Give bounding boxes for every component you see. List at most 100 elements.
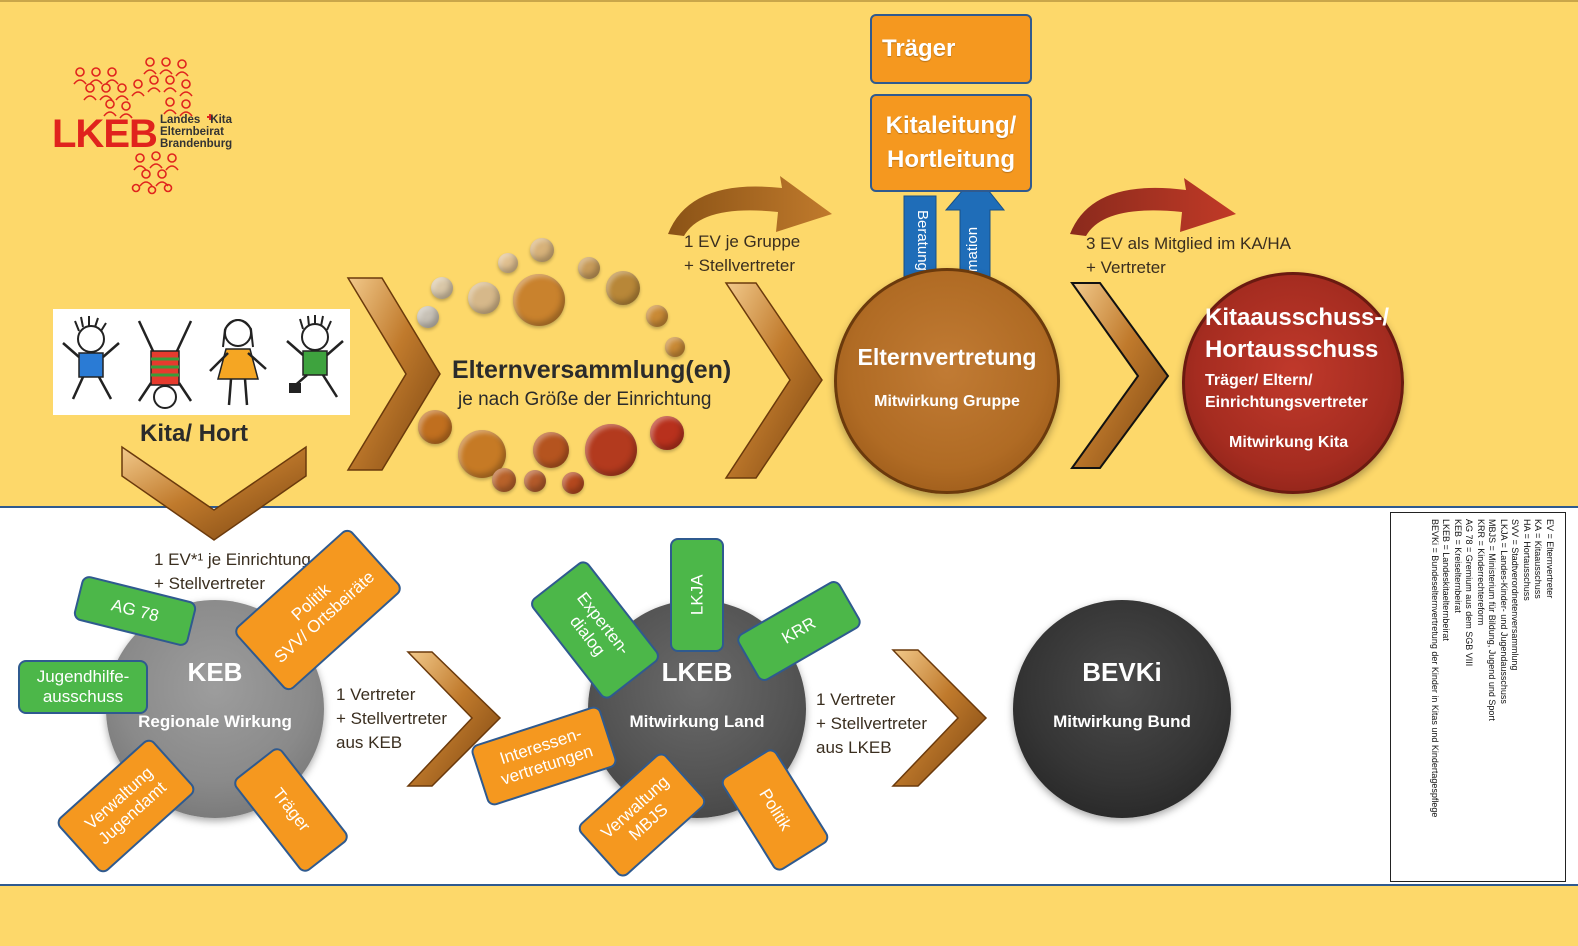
down-arrow-label: 1 EV*¹ je Einrichtung + Stellvertreter (154, 548, 311, 596)
legend-entry: HA = Hortausschuss (1522, 519, 1532, 601)
bubble (530, 238, 554, 262)
kitaausschuss-circle (1182, 272, 1404, 494)
tag-politik-lkeb-label: Politik (755, 785, 796, 835)
keb-subtitle: Regionale Wirkung (138, 711, 292, 731)
arrow4-line3: aus LKEB (816, 738, 892, 757)
bubble (417, 306, 439, 328)
keb-title: KEB (187, 656, 243, 687)
arrow2-label-line2: + Vertreter (1086, 258, 1166, 277)
arrow3-line3: aus KEB (336, 733, 403, 752)
people-heart-icon (73, 57, 213, 195)
kitaausschuss-line3: Träger/ Eltern/ (1205, 372, 1313, 389)
bubble (498, 253, 518, 273)
legend-entry: LKJA = Landes-Kinder- und Jugendausschus… (1499, 519, 1509, 704)
bubble (650, 416, 684, 450)
elternversammlung-title: Elternversammlung(en) (452, 356, 732, 384)
arrow2-label: 3 EV als Mitglied im KA/HA + Vertreter (1086, 232, 1291, 280)
arrow1-label-line1: 1 EV je Gruppe (684, 232, 801, 251)
curved-arrow-icon (1070, 178, 1236, 236)
kitaausschuss-text: Kitaausschuss-/ Hortausschuss Träger/ El… (1205, 302, 1389, 454)
traeger-box: Träger (870, 14, 1032, 84)
beratung-label: Beratung (914, 210, 931, 271)
kitaausschuss-line1: Kitaausschuss-/ (1205, 304, 1390, 331)
bubble (562, 472, 584, 494)
tag-lkja: LKJA (670, 538, 724, 652)
legend-entry: KA = Kitaausschuss (1533, 519, 1544, 599)
elternversammlung-subtitle: je nach Größe der Einrichtung (458, 389, 712, 410)
kitaausschuss-line4: Einrichtungsvertreter (1205, 394, 1368, 411)
logo-elternbeirat: Elternbeirat (160, 126, 224, 138)
logo-landes: Landes (160, 114, 201, 126)
bubble (492, 468, 516, 492)
arrow4-line2: + Stellvertreter (816, 714, 928, 733)
bubble (524, 470, 546, 492)
legend-entry: MBJS = Ministerium für Bildung, Jugend u… (1487, 519, 1498, 721)
elternvertretung-subtitle: Mitwirkung Gruppe (874, 392, 1020, 410)
logo-wordmark: LKEB (52, 112, 158, 156)
legend-entry: EV = Elternvertreter (1545, 519, 1555, 599)
children-image (53, 309, 350, 415)
arrow1-label: 1 EV je Gruppe + Stellvertreter (684, 230, 800, 278)
arrow4-line1: 1 Vertreter (816, 690, 896, 709)
bubble (513, 274, 565, 326)
legend-entry: AG 78 = Gremium aus dem SGB VIII (1464, 519, 1475, 667)
legend-entry: SVV = Stadtverordnetenversammlung (1510, 519, 1521, 671)
kitaausschuss-line5: Mitwirkung Kita (1229, 434, 1349, 451)
tag-ag78-label: AG 78 (109, 595, 161, 626)
arrow3-line1: 1 Vertreter (336, 685, 416, 704)
logo-brandenburg: Brandenburg (160, 138, 233, 150)
kitaleitung-line1: Kitaleitung/ (885, 112, 1017, 139)
logo-subtitle: Landes Kita Elternbeirat Brandenburg (160, 114, 232, 150)
bevki-circle: BEVKi Mitwirkung Bund (1013, 600, 1231, 818)
traeger-label: Träger (882, 35, 956, 62)
logo-kita: Kita (210, 114, 232, 126)
children-illustration-icon (62, 315, 344, 409)
chevron-down-icon (121, 445, 307, 541)
legend-entry: KRR = Kinderrechtereform (1476, 519, 1486, 626)
legend-entry: LKEB = Landeskitaelternbeirat (1441, 519, 1452, 641)
bottom-band (0, 886, 1578, 946)
kitaausschuss-line2: Hortausschuss (1205, 336, 1379, 363)
lkeb-subtitle: Mitwirkung Land (629, 711, 765, 731)
tag-lkja-label: LKJA (687, 574, 707, 616)
bevki-title: BEVKi (1082, 656, 1162, 687)
chevron-right-icon (346, 277, 441, 471)
tag-jugendhilfeausschuss: Jugendhilfe- ausschuss (18, 660, 148, 714)
bubble (468, 282, 500, 314)
bubble (665, 337, 685, 357)
tag-jugend-line1: Jugendhilfe- (36, 667, 130, 687)
legend-entry: BEVKi = Bundeselternvertretung der Kinde… (1430, 519, 1440, 818)
chevron-right-icon (891, 649, 988, 787)
curved-arrow-icon (668, 176, 832, 236)
kitaleitung-box: Kitaleitung/ Hortleitung (870, 94, 1032, 192)
arrow2-label-line1: 3 EV als Mitglied im KA/HA (1086, 234, 1292, 253)
tag-jugend-line2: ausschuss (42, 687, 124, 706)
chevron-right-icon (1070, 282, 1170, 469)
tag-krr-label: KRR (778, 613, 820, 648)
chevron-right-icon (724, 282, 823, 479)
bubble (418, 410, 452, 444)
kitaleitung-line2: Hortleitung (887, 146, 1015, 173)
bubble (431, 277, 453, 299)
down-arrow-label-line1: 1 EV*¹ je Einrichtung (154, 550, 311, 569)
bubble (578, 257, 600, 279)
elternvertretung-circle: Elternvertretung Mitwirkung Gruppe (834, 268, 1060, 494)
arrow3-label: 1 Vertreter + Stellvertreter aus KEB (336, 683, 447, 755)
bubble (585, 424, 637, 476)
elternvertretung-title: Elternvertretung (857, 343, 1037, 370)
arrow4-label: 1 Vertreter + Stellvertreter aus LKEB (816, 688, 927, 760)
kita-hort-label: Kita/ Hort (140, 420, 248, 447)
legend-entry: KEB = Kreiselternbeirat (1453, 519, 1463, 613)
lkeb-logo: LKEB Landes Kita Elternbeirat Brandenburg (50, 50, 250, 200)
tag-traeger-keb-label: Träger (268, 784, 314, 836)
arrow3-line2: + Stellvertreter (336, 709, 448, 728)
down-arrow-label-line2: + Stellvertreter (154, 574, 266, 593)
bevki-subtitle: Mitwirkung Bund (1053, 711, 1191, 731)
bubble (646, 305, 668, 327)
bubble (606, 271, 640, 305)
chevron-right-icon (406, 651, 502, 787)
lkeb-title: LKEB (661, 656, 733, 687)
